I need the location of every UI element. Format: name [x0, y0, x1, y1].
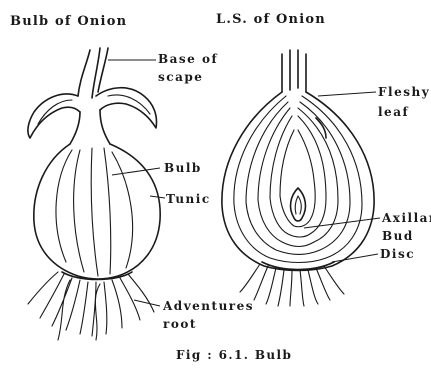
adventitious-roots [28, 272, 154, 340]
tunic-line [104, 148, 111, 274]
fleshy-scale [258, 108, 338, 247]
tunic-line [112, 152, 133, 268]
label-axillary-bud-2: Bud [382, 229, 414, 243]
label-bulb: Bulb [164, 161, 202, 175]
adventitious-roots [240, 264, 344, 306]
fleshy-scale [270, 116, 326, 237]
onion-longitudinal-section-drawing [222, 50, 374, 306]
tunic-line [74, 150, 84, 272]
scape-stem [282, 50, 306, 92]
title-bulb-of-onion: Bulb of Onion [10, 14, 127, 29]
label-base-of-scape-1: Base of [158, 52, 218, 66]
label-tunic: Tunic [166, 192, 211, 206]
tunic-line [56, 150, 72, 262]
bulb-outline [34, 144, 160, 279]
label-adventures-root-2: root [163, 317, 197, 331]
leader-disc [332, 254, 378, 262]
axillary-bud [291, 188, 306, 221]
label-fleshy-leaf-1: Fleshy [378, 85, 430, 99]
whole-onion-drawing [28, 48, 160, 340]
fleshy-scale [280, 130, 315, 227]
leader-axillary-bud [304, 218, 380, 228]
title-ls-of-onion: L.S. of Onion [216, 12, 326, 27]
tunic-line [91, 148, 98, 276]
label-base-of-scape-2: scape [158, 70, 203, 84]
dry-leaf-left [28, 94, 80, 138]
scape-stem [78, 48, 108, 98]
leader-adventures-root [134, 300, 160, 306]
leader-bulb [112, 168, 160, 175]
label-adventures-root-1: Adventures [162, 299, 254, 313]
label-disc: Disc [380, 247, 415, 261]
bulb-neck [70, 110, 110, 144]
leader-fleshy-leaf [318, 92, 376, 96]
label-fleshy-leaf-2: leaf [378, 105, 409, 119]
leader-tunic [150, 196, 165, 198]
label-axillary-bud-1: Axillary [381, 211, 431, 225]
outer-scale [222, 92, 374, 271]
dry-leaf-right [96, 88, 157, 128]
figure-caption: Fig : 6.1. Bulb [176, 348, 292, 362]
axillary-bud-inner [295, 196, 301, 214]
